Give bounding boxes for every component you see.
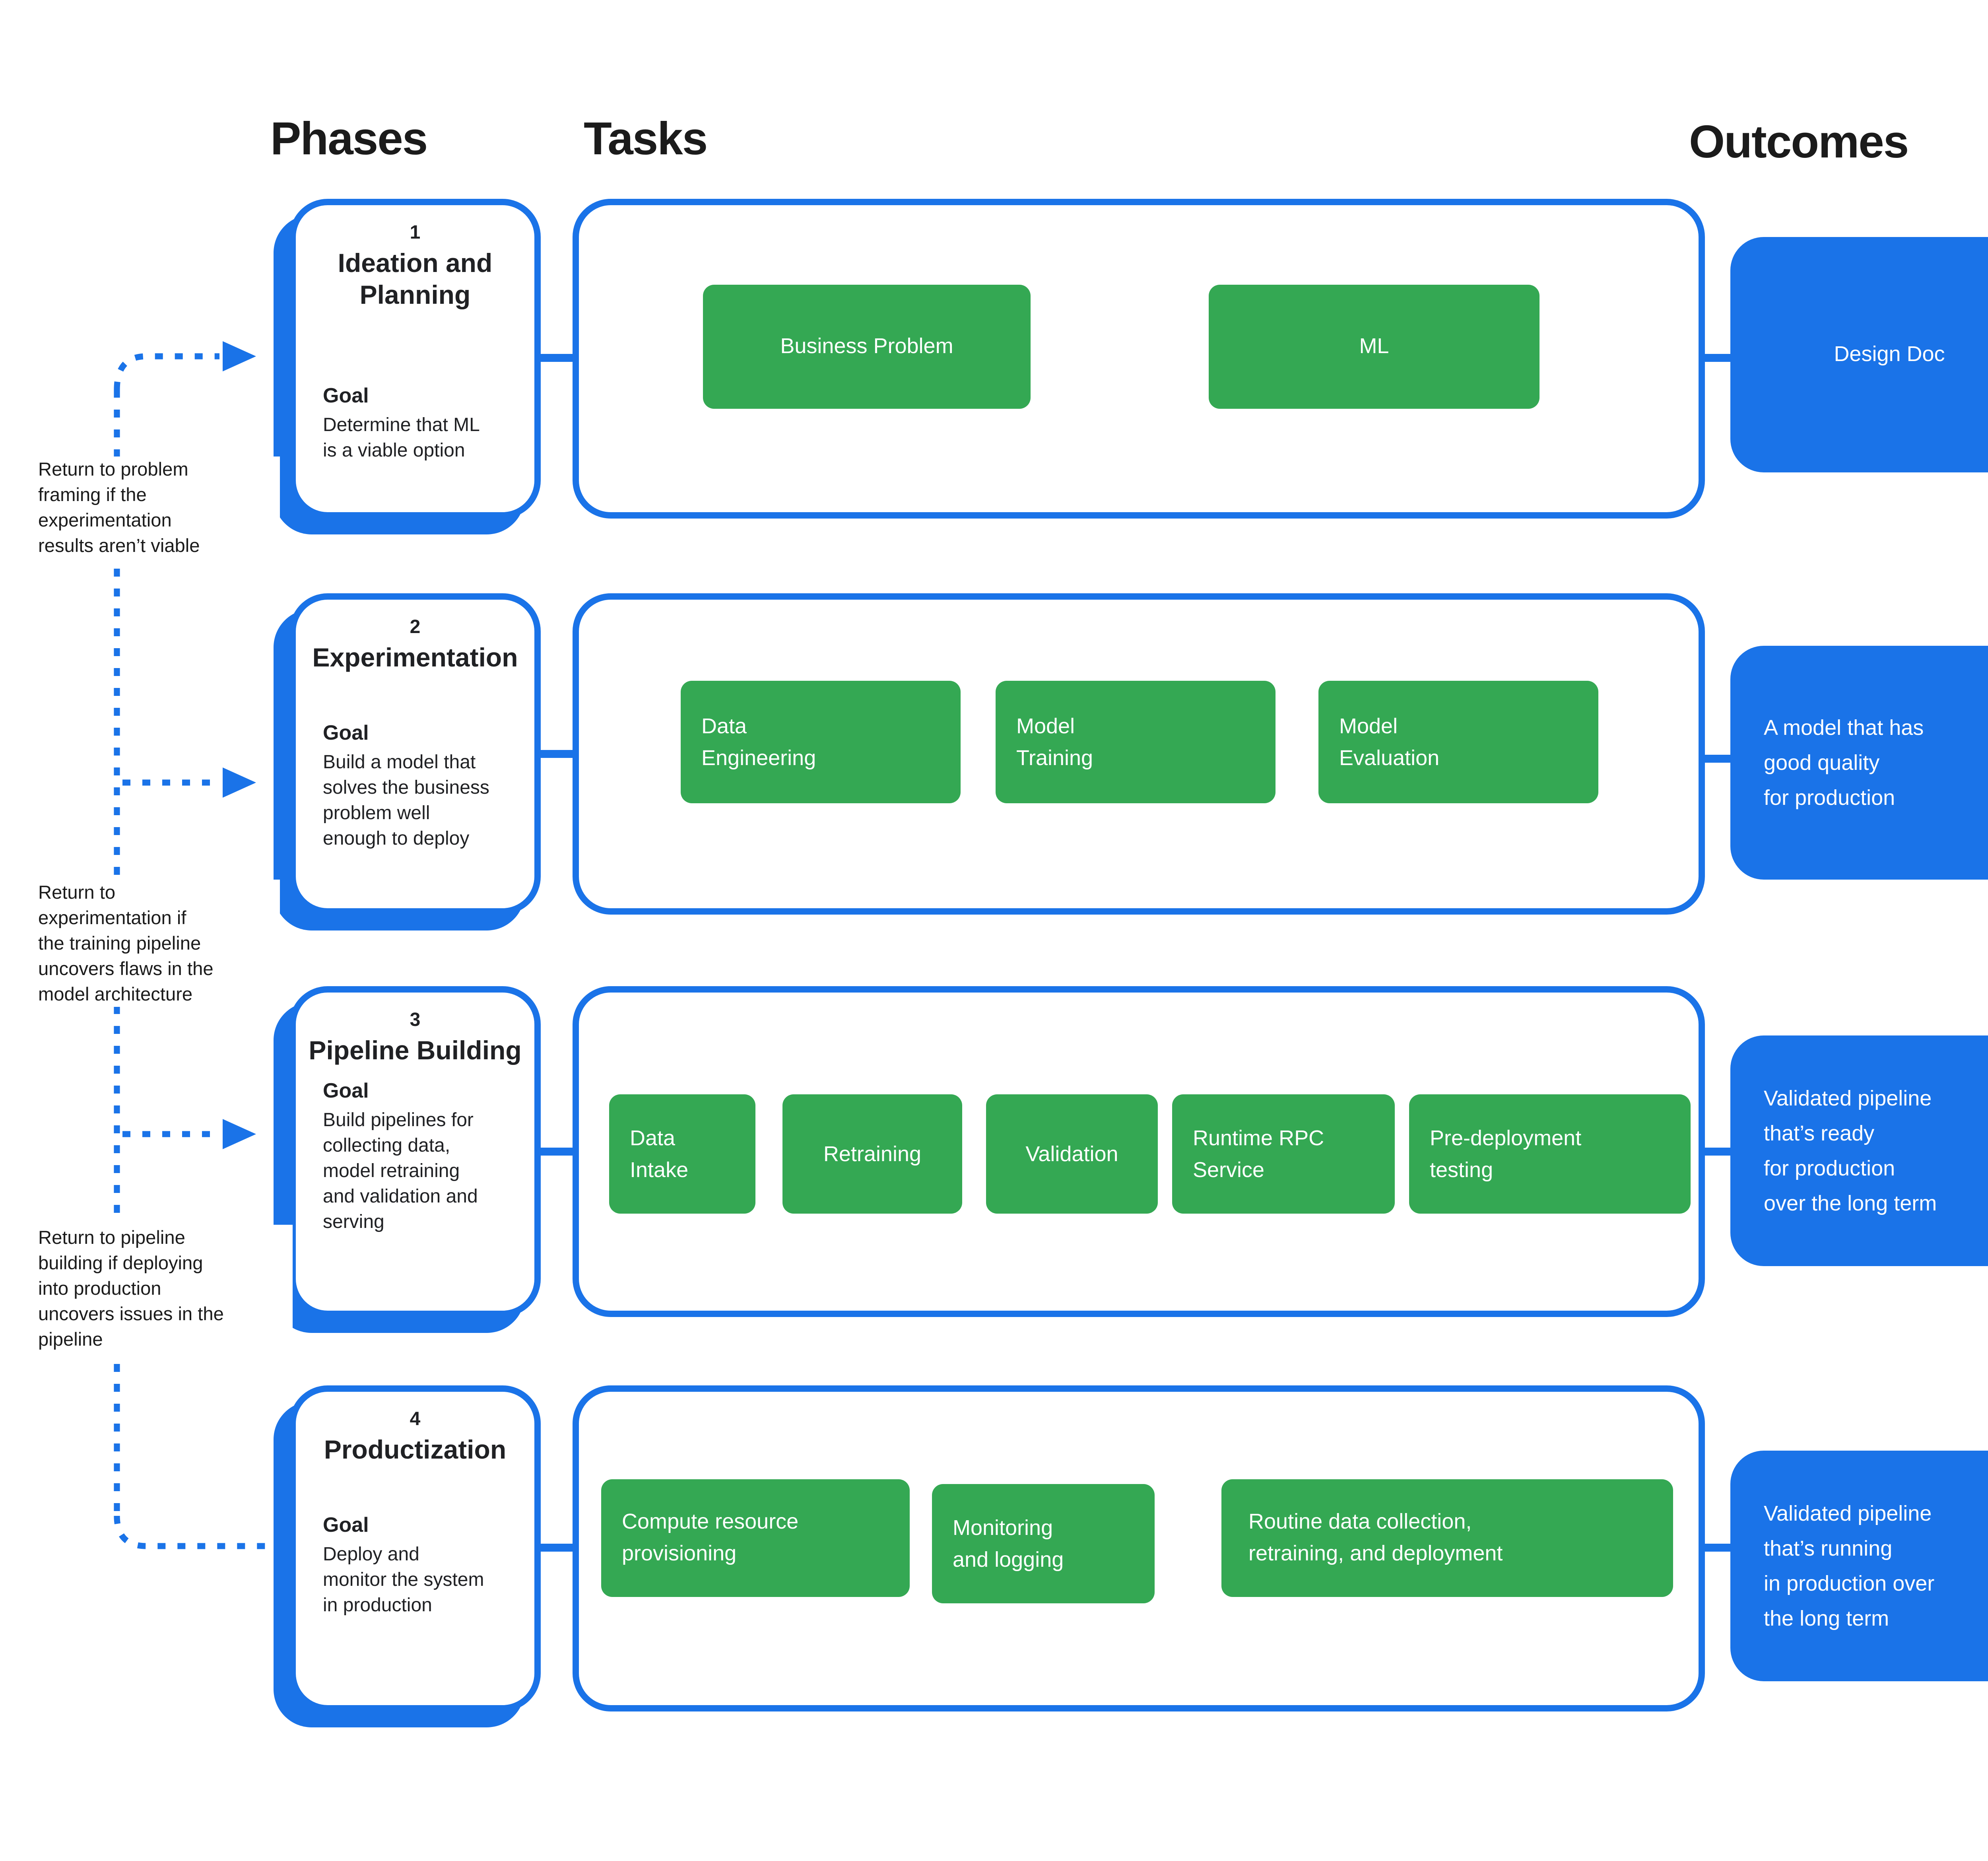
goal-text: Build a model that solves the business p… <box>323 750 489 849</box>
outcomes-header: Outcomes <box>1689 118 1909 169</box>
outcome-validated-pipeline-running: Validated pipeline that’s running in pro… <box>1730 1451 1988 1681</box>
phase-number: 1 <box>410 221 421 243</box>
goal-text: Determine that ML is a viable option <box>323 414 480 461</box>
task-model-training: Model Training <box>996 681 1276 803</box>
phase-card-ideation: 1 Ideation and Planning Goal Determine t… <box>289 199 541 519</box>
phase-title: Ideation and Planning <box>338 250 493 309</box>
task-compute-resource-provisioning: Compute resource provisioning <box>601 1479 910 1597</box>
return-note-pipeline-building: Return to pipeline building if deploying… <box>38 1225 293 1352</box>
phase-number: 2 <box>410 616 421 638</box>
outcome-design-doc: Design Doc <box>1730 237 1988 472</box>
task-retraining: Retraining <box>782 1094 962 1214</box>
task-routine-data-collection: Routine data collection, retraining, and… <box>1221 1479 1673 1597</box>
return-note-problem-framing: Return to problem framing if the experim… <box>38 457 280 558</box>
return-arrow-3-icon <box>223 1119 256 1149</box>
task-data-engineering: Data Engineering <box>681 681 961 803</box>
goal-label: Goal <box>323 1078 369 1101</box>
outcome-validated-pipeline-ready: Validated pipeline that’s ready for prod… <box>1730 1035 1988 1266</box>
task-validation: Validation <box>986 1094 1158 1214</box>
phase-title: Productization <box>324 1436 507 1465</box>
task-monitoring-and-logging: Monitoring and logging <box>932 1484 1155 1603</box>
phase-title: Pipeline Building <box>309 1037 522 1066</box>
task-connectors <box>755 343 1409 1542</box>
goal-label: Goal <box>323 1512 369 1536</box>
tasks-header: Tasks <box>584 115 708 165</box>
outcome-good-model: A model that has good quality for produc… <box>1730 646 1988 880</box>
task-runtime-rpc-service: Runtime RPC Service <box>1172 1094 1395 1214</box>
goal-label: Goal <box>323 720 369 744</box>
goal-label: Goal <box>323 383 369 407</box>
task-pre-deployment-testing: Pre-deployment testing <box>1409 1094 1691 1214</box>
phases-header: Phases <box>270 115 428 165</box>
row-connectors <box>538 354 1734 1552</box>
phase-card-productization: 4 Productization Goal Deploy and monitor… <box>289 1385 541 1711</box>
goal-text: Deploy and monitor the system in product… <box>323 1542 484 1615</box>
phase-card-pipeline-building: 3 Pipeline Building Goal Build pipelines… <box>289 986 541 1317</box>
task-model-evaluation: Model Evaluation <box>1318 681 1598 803</box>
return-arrow-2-icon <box>223 767 256 798</box>
task-ml: ML <box>1209 285 1540 409</box>
phase-number: 3 <box>410 1008 421 1031</box>
goal-text: Build pipelines for collecting data, mod… <box>323 1108 478 1232</box>
phase-number: 4 <box>410 1408 421 1430</box>
task-business-problem: Business Problem <box>703 285 1031 409</box>
return-arrow-1-icon <box>223 341 256 371</box>
phase-title: Experimentation <box>312 644 518 673</box>
task-data-intake: Data Intake <box>609 1094 755 1214</box>
phase-card-experimentation: 2 Experimentation Goal Build a model tha… <box>289 593 541 915</box>
return-note-experimentation: Return to experimentation if the trainin… <box>38 880 280 1007</box>
